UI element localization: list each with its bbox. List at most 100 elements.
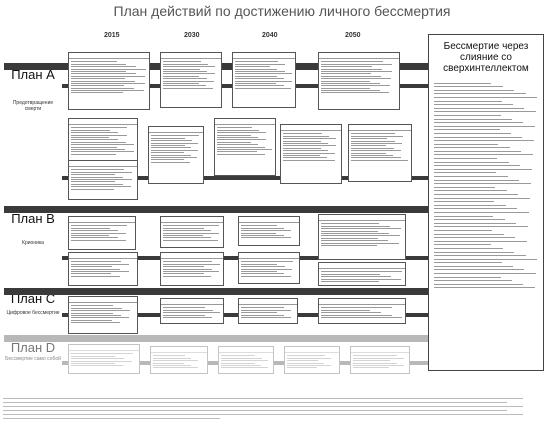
year-2030: 2030 <box>184 32 200 39</box>
plan-d-step-box <box>150 346 208 374</box>
step-box-header <box>151 347 207 353</box>
plan-b-step-box <box>68 252 138 286</box>
footer-text-lines <box>3 395 545 422</box>
step-box-text-lines <box>149 133 203 163</box>
plan-c-step-box <box>68 296 138 334</box>
step-box-header <box>161 217 223 223</box>
plan-d-step-box <box>218 346 274 374</box>
step-box-text-lines <box>69 303 137 324</box>
step-box-header <box>239 253 299 259</box>
plan-b-step-box <box>318 214 406 260</box>
step-box-header <box>215 119 275 125</box>
step-box-text-lines <box>69 223 135 241</box>
plan-d-subtitle: Бессмертие само собой <box>5 356 61 362</box>
step-box-text-lines <box>69 351 139 367</box>
step-box-header <box>69 345 139 351</box>
step-box-header <box>69 217 135 223</box>
step-box-text-lines <box>215 125 275 155</box>
plan-d-label: План D <box>10 340 56 355</box>
plan-b-timeline-bar <box>4 206 428 213</box>
plan-b-step-box <box>318 262 406 286</box>
plan-a-step-box <box>280 124 342 184</box>
step-box-header <box>351 347 409 353</box>
step-box-text-lines <box>161 223 223 241</box>
plan-a-step-box <box>68 52 150 110</box>
step-box-text-lines <box>161 259 223 277</box>
step-box-text-lines <box>319 221 405 246</box>
step-box-text-lines <box>349 131 411 161</box>
step-box-header <box>161 53 221 59</box>
step-box-text-lines <box>319 269 405 282</box>
step-box-text-lines <box>69 259 137 277</box>
plan-d-step-box <box>68 344 140 374</box>
step-box-header <box>349 125 411 131</box>
plan-b-subtitle: Крионика <box>22 240 44 246</box>
plan-a-subtitle: Предотвращение смерти <box>12 100 54 112</box>
step-box-header <box>233 53 295 59</box>
year-2015: 2015 <box>104 32 120 39</box>
step-box-text-lines <box>319 305 405 318</box>
step-box-header <box>319 215 405 221</box>
step-box-text-lines <box>161 305 223 318</box>
step-box-header <box>69 253 137 259</box>
plan-a-step-box <box>214 118 276 176</box>
step-box-text-lines <box>69 59 149 94</box>
step-box-header <box>319 263 405 269</box>
goal-title: Бессмертие через слияние со сверхинтелле… <box>443 41 529 74</box>
plan-a-label: План A <box>11 67 55 82</box>
step-box-text-lines <box>319 59 399 94</box>
step-box-header <box>69 119 137 125</box>
plan-c-timeline-bar <box>4 288 428 295</box>
step-box-header <box>69 161 137 167</box>
step-box-header <box>161 253 223 259</box>
step-box-text-lines <box>233 59 295 89</box>
step-box-header <box>319 299 405 305</box>
plan-b-label: План B <box>11 211 55 226</box>
step-box-header <box>69 53 149 59</box>
plan-c-subtitle: Цифровое бессмертие <box>6 310 60 316</box>
plan-a-step-box <box>148 126 204 184</box>
step-box-text-lines <box>239 259 299 277</box>
step-box-text-lines <box>285 353 339 369</box>
plan-c-step-box <box>318 298 406 324</box>
step-box-text-lines <box>69 167 137 190</box>
plan-a-step-box <box>318 52 400 110</box>
goal-box: Бессмертие через слияние со сверхинтелле… <box>428 34 544 371</box>
step-box-header <box>69 297 137 303</box>
step-box-text-lines <box>69 125 137 155</box>
plan-c-step-box <box>160 298 224 324</box>
plan-b-step-box <box>68 216 136 250</box>
plan-a-step-box <box>68 160 138 200</box>
step-box-header <box>281 125 341 131</box>
plan-a-step-box <box>232 52 296 108</box>
step-box-text-lines <box>239 305 297 318</box>
year-2040: 2040 <box>262 32 278 39</box>
step-box-text-lines <box>281 131 341 161</box>
step-box-header <box>239 299 297 305</box>
plan-b-step-box <box>238 216 300 246</box>
plan-b-step-box <box>160 216 224 248</box>
plan-b-step-box <box>160 252 224 286</box>
goal-item-lines <box>429 74 543 289</box>
diagram-title: План действий по достижению личного бесс… <box>113 3 451 19</box>
step-box-header <box>239 217 299 223</box>
plan-a-step-box <box>348 124 412 182</box>
step-box-header <box>285 347 339 353</box>
plan-d-step-box <box>284 346 340 374</box>
plan-b-step-box <box>238 252 300 284</box>
step-box-header <box>161 299 223 305</box>
step-box-text-lines <box>351 353 409 369</box>
plan-d-step-box <box>350 346 410 374</box>
step-box-text-lines <box>161 59 221 89</box>
step-box-text-lines <box>151 353 207 369</box>
plan-c-step-box <box>238 298 298 324</box>
year-2050: 2050 <box>345 32 361 39</box>
step-box-header <box>319 53 399 59</box>
plan-a-lower-track <box>62 176 428 180</box>
step-box-text-lines <box>219 353 273 369</box>
step-box-header <box>219 347 273 353</box>
plan-a-step-box <box>160 52 222 108</box>
plan-d-timeline-bar <box>4 335 428 342</box>
step-box-text-lines <box>239 223 299 239</box>
step-box-header <box>149 127 203 133</box>
